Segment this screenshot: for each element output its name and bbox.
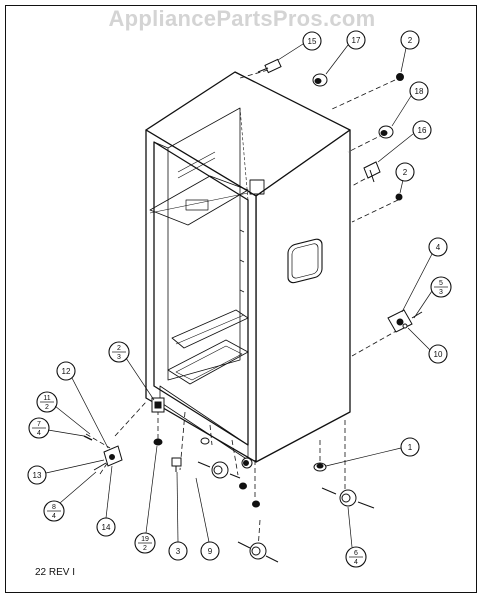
svg-text:16: 16 [418, 126, 427, 135]
part-10-hinge-assembly [387, 309, 423, 333]
svg-text:4: 4 [354, 559, 358, 566]
svg-text:10: 10 [434, 350, 443, 359]
part-2-plug-top [396, 73, 404, 81]
part-roller-middle [197, 461, 241, 479]
svg-text:2: 2 [408, 36, 413, 45]
svg-text:3: 3 [117, 354, 121, 361]
callout-5-3: 5 3 [430, 276, 452, 298]
revision-label: 22 REV I [35, 567, 76, 578]
svg-text:8: 8 [52, 504, 56, 511]
svg-text:4: 4 [52, 513, 56, 520]
callout-6-4: 6 4 [345, 546, 367, 568]
part-13-hinge-left [83, 435, 123, 471]
svg-text:2: 2 [117, 345, 121, 352]
svg-text:4: 4 [37, 430, 41, 437]
callout-19-2: 19 2 [134, 532, 156, 554]
callout-11-2: 11 2 [36, 391, 58, 413]
svg-text:2: 2 [143, 545, 147, 552]
callout-2-3: 2 3 [108, 341, 130, 363]
svg-text:14: 14 [102, 523, 111, 532]
svg-text:17: 17 [352, 36, 361, 45]
svg-text:13: 13 [33, 471, 42, 480]
svg-text:3: 3 [439, 289, 443, 296]
callout-4: 4 [428, 237, 448, 257]
callout-9: 9 [200, 541, 220, 561]
callout-1: 1 [400, 437, 420, 457]
part-1-leveling-leg [313, 462, 327, 472]
callout-12: 12 [56, 361, 76, 381]
callout-2-mid: 2 [395, 162, 415, 182]
callout-2-top: 2 [400, 30, 420, 50]
refrigerator-cabinet [145, 71, 351, 463]
callout-10: 10 [428, 344, 448, 364]
svg-text:15: 15 [308, 37, 317, 46]
callout-17: 17 [346, 30, 366, 50]
part-2-plug-mid [395, 193, 403, 201]
svg-text:7: 7 [37, 421, 41, 428]
diagram-border [5, 5, 477, 593]
svg-text:9: 9 [208, 547, 213, 556]
svg-text:18: 18 [415, 87, 424, 96]
svg-text:5: 5 [439, 280, 443, 287]
callout-8-4: 8 4 [43, 500, 65, 522]
svg-text:11: 11 [43, 395, 50, 402]
callout-14: 14 [96, 517, 116, 537]
part-15-shoulder-bolt [257, 58, 282, 74]
part-6-roller-right [321, 487, 375, 509]
svg-text:19: 19 [141, 536, 149, 543]
svg-text:3: 3 [176, 547, 181, 556]
part-screw-left [153, 438, 163, 446]
part-screw-low [252, 500, 260, 508]
part-17-bushing [312, 73, 328, 87]
callout-7-4: 7 4 [28, 417, 50, 439]
part-3-clip [171, 457, 182, 472]
svg-text:1: 1 [408, 443, 413, 452]
part-roller-center [241, 457, 253, 469]
part-base-bracket [151, 397, 165, 413]
part-roller-bottom [237, 541, 279, 563]
svg-text:2: 2 [45, 404, 49, 411]
callout-13: 13 [27, 465, 47, 485]
svg-text:4: 4 [436, 243, 441, 252]
callout-15: 15 [302, 31, 322, 51]
part-screw-right [239, 482, 247, 490]
watermark: AppliancePartsPros.com [108, 6, 376, 31]
svg-text:6: 6 [354, 550, 358, 557]
svg-text:2: 2 [403, 168, 408, 177]
callout-3: 3 [168, 541, 188, 561]
part-16-bracket [363, 161, 381, 183]
callout-connectors [45, 43, 433, 548]
hardware-parts [83, 58, 423, 563]
part-18-bushing [378, 125, 394, 139]
callout-18: 18 [409, 81, 429, 101]
svg-text:12: 12 [62, 367, 71, 376]
part-screw-mid [200, 437, 210, 445]
callout-16: 16 [412, 120, 432, 140]
